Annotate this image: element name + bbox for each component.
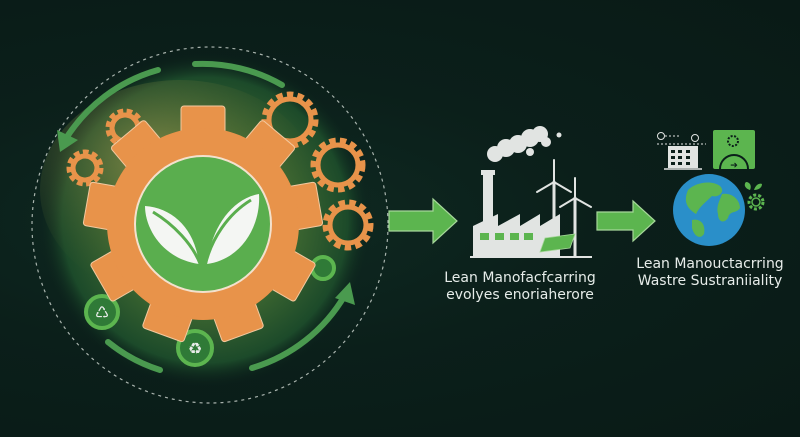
svg-text:➔: ➔ (730, 161, 738, 171)
earth-globe-icon: ➔ (657, 130, 765, 246)
factory-caption-line2: evolyes enoriaherore (446, 287, 594, 303)
globe-caption: Lean Manouctacrring Wastre Sustraniialit… (620, 256, 800, 290)
globe-caption-line2: Wastre Sustraniiality (637, 273, 783, 289)
right-arrow-icon (388, 197, 458, 245)
factory-caption-line1: Lean Manofacfcarring (444, 270, 596, 286)
right-arrow-icon (596, 199, 656, 243)
factory-with-wind-turbines-icon (470, 126, 592, 258)
svg-text:♻: ♻ (188, 339, 202, 358)
factory-caption: Lean Manofacfcarring evolyes enoriaheror… (425, 270, 615, 304)
globe-caption-line1: Lean Manouctacrring (636, 256, 784, 272)
svg-text:♺: ♺ (95, 303, 109, 322)
gear-with-leaf-icon: ♺ ♻ (31, 46, 389, 404)
